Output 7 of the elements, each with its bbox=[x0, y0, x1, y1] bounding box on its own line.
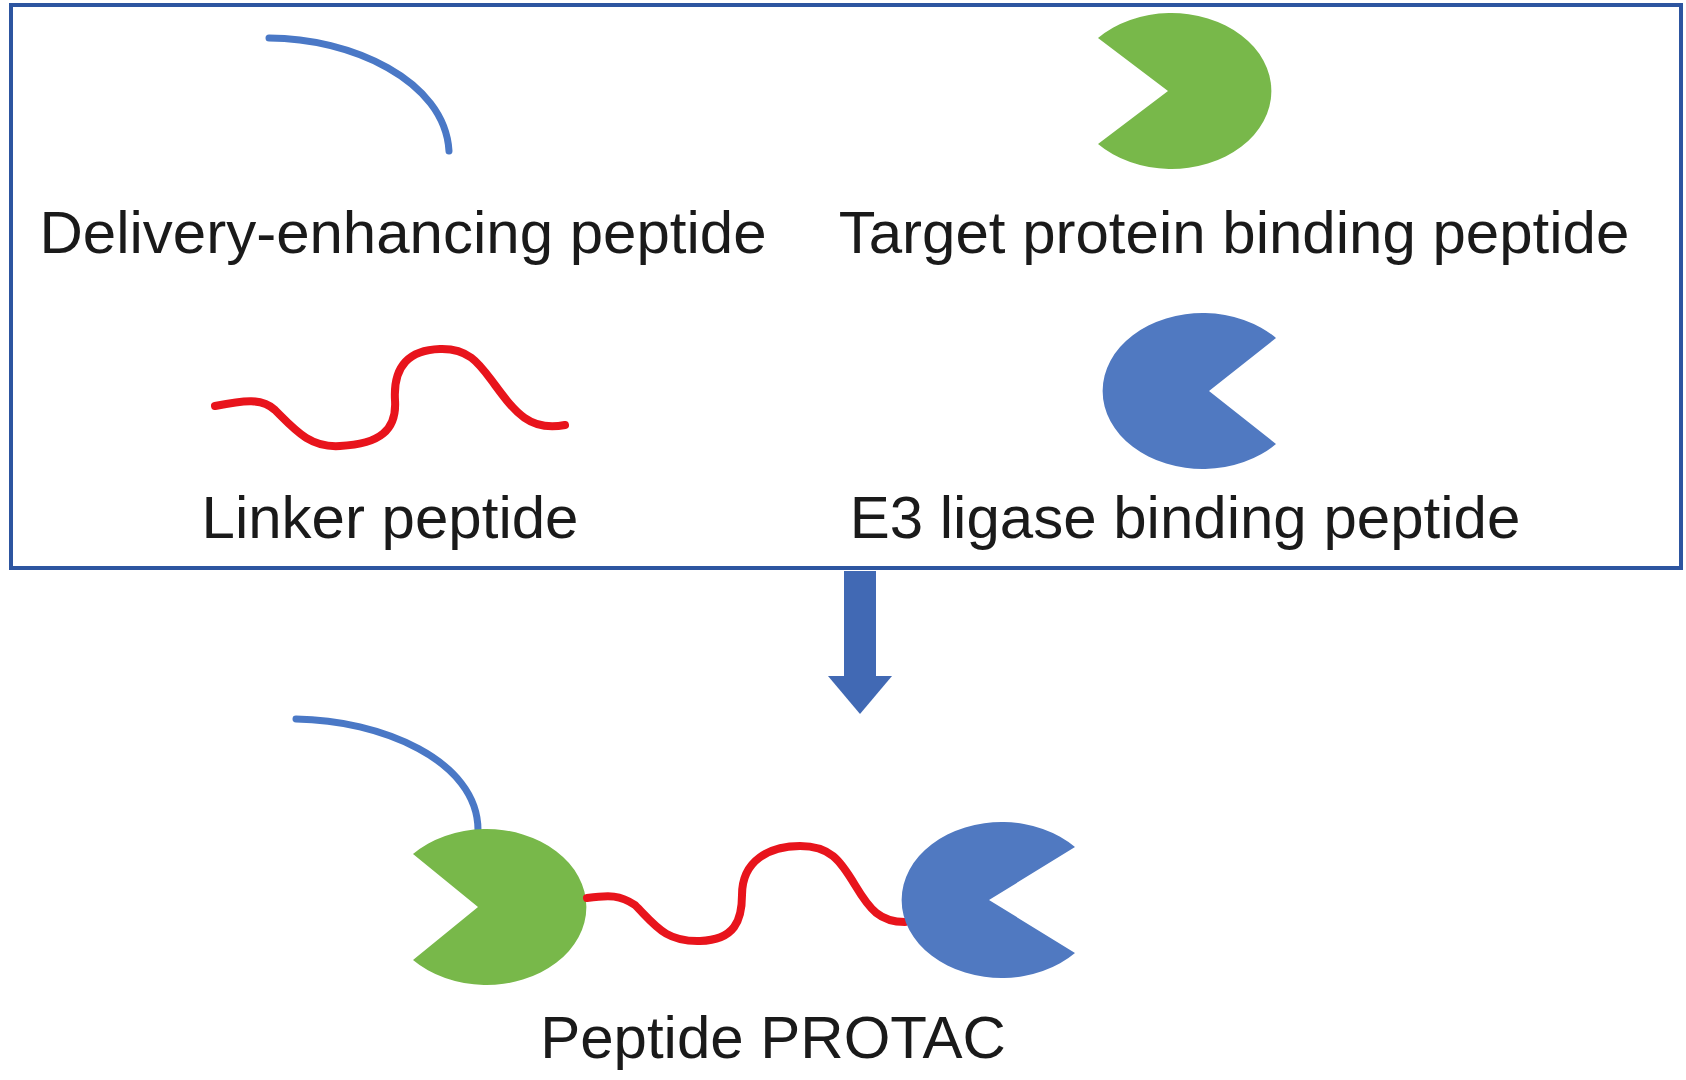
component-label: Linker peptide bbox=[201, 483, 579, 552]
component-label: Target protein binding peptide bbox=[838, 198, 1630, 267]
component-label: E3 ligase binding peptide bbox=[849, 483, 1521, 552]
block-arrow bbox=[828, 571, 892, 714]
result-label: Peptide PROTAC bbox=[540, 1003, 1006, 1072]
outline-frame bbox=[9, 3, 1683, 570]
component-label: Delivery-enhancing peptide bbox=[39, 198, 767, 267]
